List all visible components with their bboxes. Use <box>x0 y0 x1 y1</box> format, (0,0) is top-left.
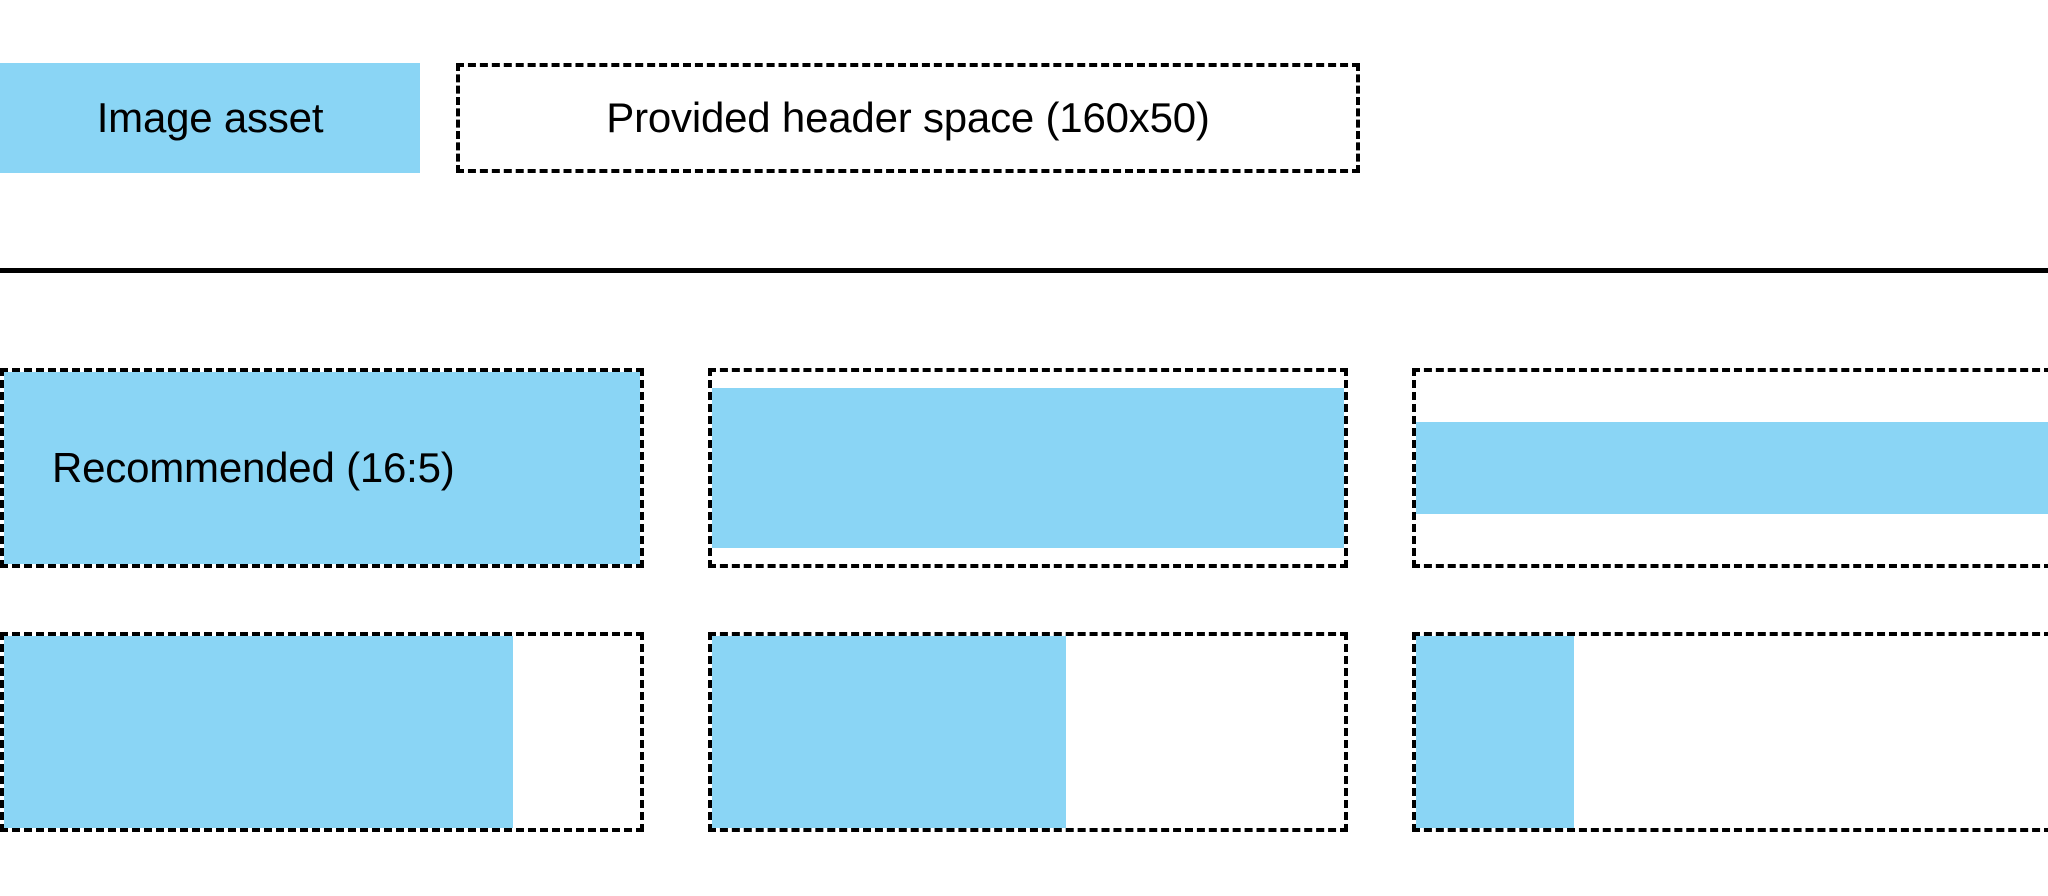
ratio-card-wide-inset <box>708 368 1348 568</box>
ratio-card-band <box>1412 368 2048 568</box>
image-asset-swatch: Image asset <box>0 63 420 173</box>
ratio-fill-full <box>4 372 640 564</box>
ratio-card-partial-80 <box>0 632 644 832</box>
header-divider-rule <box>0 268 2048 273</box>
header-band: Image asset Provided header space (160x5… <box>0 0 2048 273</box>
ratio-card-partial-25 <box>1412 632 2048 832</box>
provided-header-space-label: Provided header space (160x50) <box>606 94 1210 141</box>
ratio-fill-height-inset <box>712 388 1344 548</box>
ratio-fill-center-band <box>1416 422 2048 514</box>
ratio-fill-partial-medium <box>712 636 1066 828</box>
ratio-fill-partial-wide <box>4 636 513 828</box>
recommended-ratio-label: Recommended (16:5) <box>52 444 455 491</box>
image-asset-label: Image asset <box>96 94 324 141</box>
provided-header-space-box: Provided header space (160x50) <box>456 63 1360 173</box>
ratio-card-recommended: Recommended (16:5) <box>0 368 644 568</box>
ratio-fill-partial-narrow <box>1416 636 1574 828</box>
ratio-card-partial-56 <box>708 632 1348 832</box>
